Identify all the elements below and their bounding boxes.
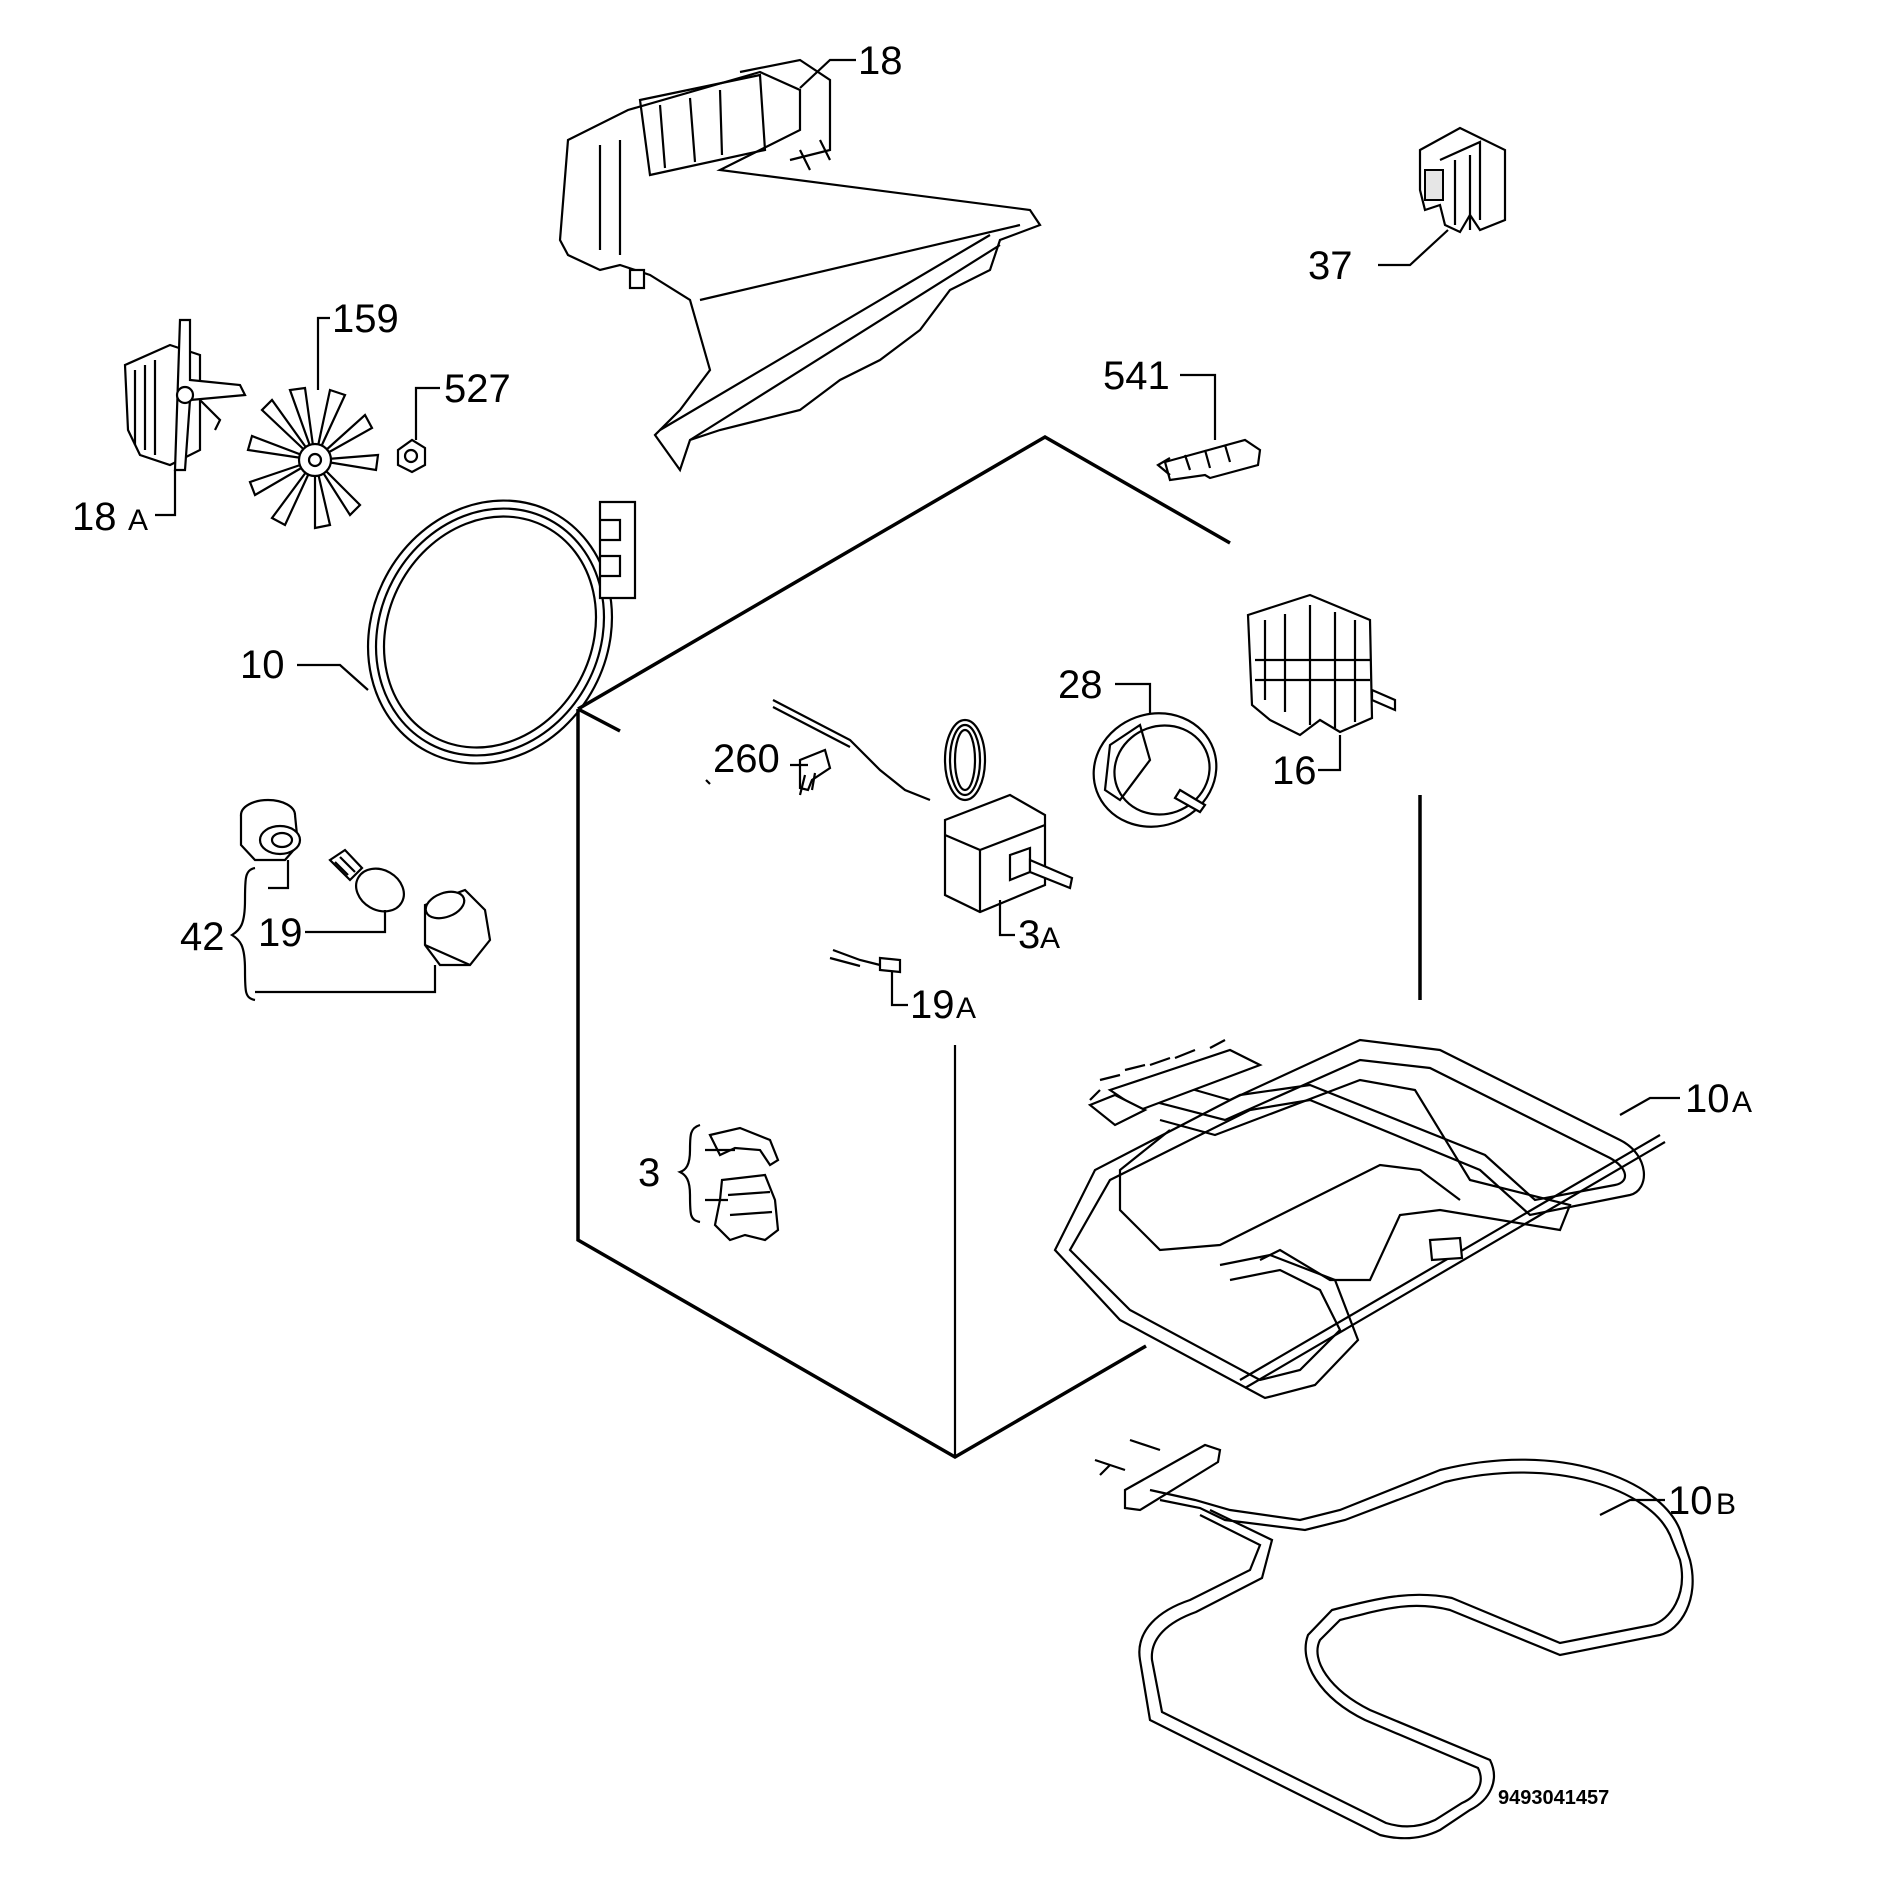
callout-260: 260 bbox=[705, 737, 808, 785]
callout-42-group: 42 19 bbox=[180, 860, 437, 1002]
lamp-bulb-part-19 bbox=[328, 848, 405, 913]
lamp-cover-part bbox=[423, 888, 492, 967]
callout-10b: 10 B bbox=[1599, 1479, 1736, 1523]
label-541: 541 bbox=[1103, 354, 1170, 398]
bottom-element-part-10b bbox=[1094, 1438, 1694, 1840]
callout-527: 527 bbox=[414, 367, 511, 440]
nut-part-527 bbox=[396, 438, 427, 474]
callout-541: 541 bbox=[1103, 354, 1217, 440]
callout-10a: 10 A bbox=[1619, 1077, 1752, 1121]
label-18a-suffix: A bbox=[128, 504, 148, 537]
fan-blade-part-159 bbox=[246, 386, 380, 530]
callout-19a: 19 A bbox=[890, 972, 976, 1027]
clip-part-260 bbox=[798, 748, 832, 796]
label-3a-suffix: A bbox=[1040, 922, 1060, 955]
label-16: 16 bbox=[1272, 749, 1317, 793]
thermostat-part-3a bbox=[772, 699, 1074, 914]
fan-duct-part-18 bbox=[558, 58, 1042, 473]
label-28: 28 bbox=[1058, 663, 1103, 707]
callout-16: 16 bbox=[1272, 735, 1342, 793]
fan-motor-part-18a bbox=[123, 318, 247, 472]
label-3a-num: 3 bbox=[1018, 913, 1040, 957]
lamp-wire-part-19a bbox=[829, 948, 902, 974]
callout-159: 159 bbox=[316, 297, 399, 390]
label-10a-suffix: A bbox=[1732, 1086, 1752, 1119]
callout-3a: 3 A bbox=[998, 900, 1060, 957]
callout-18a: 18 A bbox=[72, 470, 177, 539]
timer-part-28 bbox=[1092, 712, 1218, 828]
label-19a-num: 19 bbox=[910, 983, 955, 1027]
callout-3: 3 bbox=[638, 1123, 735, 1224]
callout-28: 28 bbox=[1058, 663, 1152, 714]
label-42: 42 bbox=[180, 915, 225, 959]
selector-switch-part-16 bbox=[1246, 593, 1397, 737]
callout-18: 18 bbox=[799, 39, 903, 89]
label-18: 18 bbox=[858, 39, 903, 83]
clip-part-37 bbox=[1418, 126, 1507, 234]
lamp-holder-part bbox=[239, 798, 302, 862]
label-10b-num: 10 bbox=[1668, 1479, 1713, 1523]
label-19a-suffix: A bbox=[956, 992, 976, 1025]
label-260: 260 bbox=[713, 737, 780, 781]
clip-pair-part-3 bbox=[708, 1126, 780, 1242]
label-159: 159 bbox=[332, 297, 399, 341]
grill-element-part-10a bbox=[1053, 1038, 1666, 1400]
label-10: 10 bbox=[240, 643, 285, 687]
label-10b-suffix: B bbox=[1716, 1488, 1736, 1521]
label-3: 3 bbox=[638, 1151, 660, 1195]
circular-element-part-10 bbox=[366, 499, 637, 765]
terminal-block-part-541 bbox=[1156, 438, 1262, 482]
label-18a-num: 18 bbox=[72, 495, 117, 539]
oven-cavity-outline bbox=[576, 434, 1422, 1460]
label-37: 37 bbox=[1308, 244, 1353, 288]
label-10a-num: 10 bbox=[1685, 1077, 1730, 1121]
drawing-code: 9493041457 bbox=[1498, 1787, 1609, 1809]
label-19: 19 bbox=[258, 911, 303, 955]
callout-37: 37 bbox=[1308, 229, 1449, 288]
label-527: 527 bbox=[444, 367, 511, 411]
callout-10: 10 bbox=[240, 643, 369, 691]
